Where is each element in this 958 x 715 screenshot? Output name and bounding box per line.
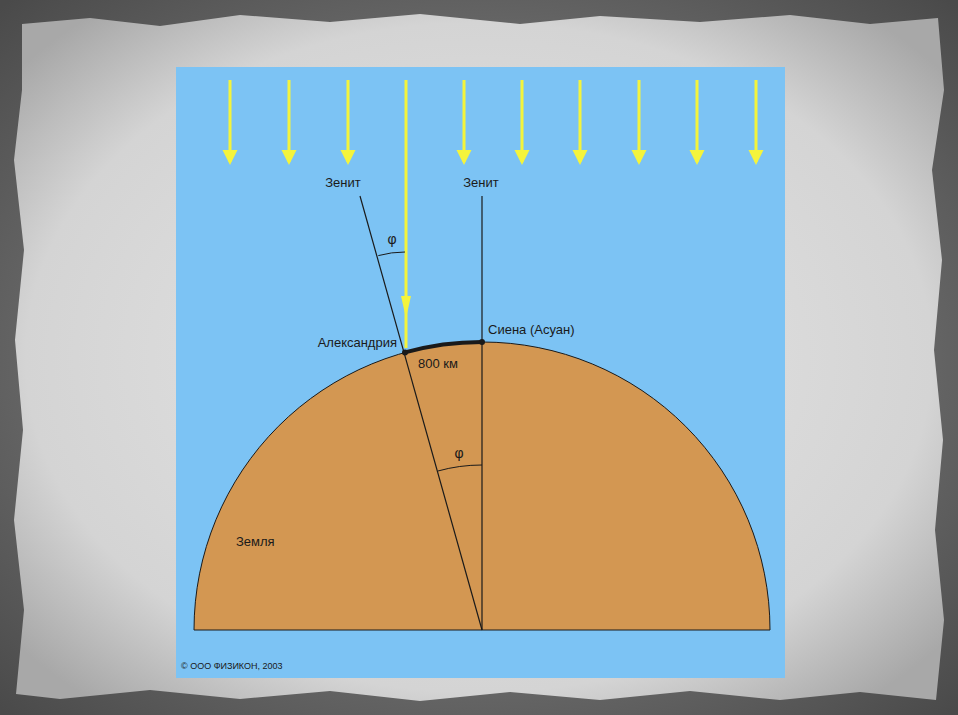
- sky-panel: [176, 67, 785, 678]
- city-label: Александрия: [318, 336, 397, 351]
- angle-arc: [438, 465, 482, 471]
- city-dot: [402, 349, 408, 355]
- city-dot: [479, 339, 485, 345]
- angle-label: φ: [454, 445, 463, 461]
- paper-frame: [14, 14, 944, 701]
- siena-zenith-line: [481, 196, 482, 630]
- sun-ray-head: [401, 296, 411, 318]
- city-label: Сиена (Асуан): [488, 323, 575, 338]
- angle-arc: [378, 252, 405, 256]
- distance-arc: [405, 342, 482, 352]
- zenith-label: Зенит: [463, 176, 498, 191]
- alexandria-zenith-line: [360, 196, 482, 630]
- sun-rays: [230, 80, 756, 162]
- angle-label: φ: [387, 231, 396, 247]
- copyright-note: © ООО ФИЗИКОН, 2003: [181, 661, 283, 671]
- distance-label: 800 км: [418, 357, 458, 372]
- zenith-label: Зенит: [325, 176, 360, 191]
- earth-label: Земля: [236, 535, 275, 550]
